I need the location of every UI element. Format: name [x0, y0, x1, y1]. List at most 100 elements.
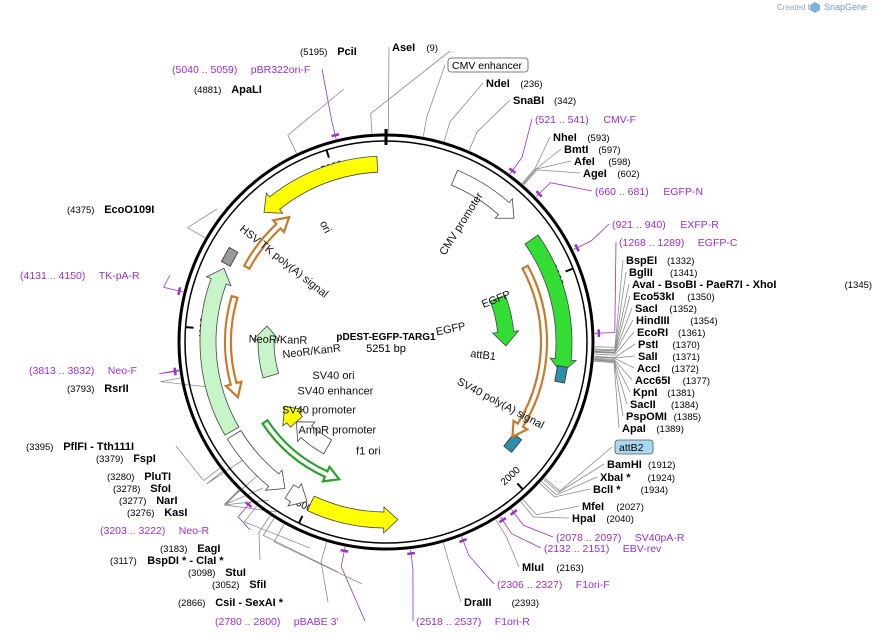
primer-name: SV40pA-R: [635, 532, 685, 544]
primer-name: F1ori-R: [495, 616, 530, 628]
feature-cmv-promoter-arrow: [450, 169, 515, 219]
site-leader-line: [410, 549, 414, 622]
primer-mark: [498, 517, 507, 524]
site-label-52: (3280)PluTI: [107, 471, 171, 483]
site-label-20: HindIII(1354): [636, 315, 718, 327]
site-leader-line: [159, 369, 180, 375]
site-label-33: BclI *(1934): [593, 484, 668, 496]
site-leader-line: [594, 319, 634, 354]
site-leader-line: [594, 331, 635, 356]
site-leader-line: [422, 64, 446, 137]
site-position: (9): [426, 43, 438, 54]
orf-arrow: [242, 215, 291, 271]
site-position: (521 .. 541): [535, 114, 589, 126]
site-label-3: (4881)ApaLI: [194, 84, 262, 96]
site-label-58: (4375) EcoO109I: [67, 204, 154, 216]
feature-attb1: [554, 365, 568, 384]
site-label-26: KpnI(1381): [633, 387, 695, 399]
enzyme-name: ApaI: [622, 423, 646, 435]
feature-neor-kanr-arrow: [199, 267, 240, 436]
primer-name: EXFP-R: [680, 219, 719, 231]
enzyme-name: DraIII: [464, 597, 492, 609]
primer-mark: [509, 509, 518, 516]
tick-mark: [516, 482, 524, 490]
site-leader-line: [573, 223, 610, 250]
feature-tag-box: [614, 439, 654, 455]
enzyme-name: BamHI: [607, 459, 642, 471]
feature-arrows: [199, 155, 578, 534]
enzyme-name: BclI *: [593, 484, 621, 496]
site-leader-line: [594, 357, 633, 381]
site-leader-line: [243, 505, 311, 549]
enzyme-name: StuI: [225, 567, 246, 579]
primer-mark: [535, 190, 543, 198]
enzyme-name: BglII: [629, 267, 653, 279]
site-label-31: BamHI(1912): [607, 459, 675, 471]
site-leader-line: [262, 518, 339, 573]
site-leader-line: [544, 446, 613, 492]
site-position: (2866): [178, 598, 205, 609]
site-label-8: NheI(593): [553, 132, 610, 144]
watermark-created-by: Created by: [777, 3, 816, 12]
site-label-18: Eco53kI(1350): [633, 291, 715, 303]
site-leader-line: [539, 483, 591, 498]
enzyme-name: MfeI: [582, 501, 604, 513]
site-label-22: PstI(1370): [638, 339, 700, 351]
site-label-19: SacI(1352): [635, 303, 697, 315]
site-position: (4375): [67, 205, 94, 216]
site-position: (1377): [683, 376, 710, 387]
orf-arrow: [223, 294, 243, 400]
site-position: (1370): [672, 340, 699, 351]
feature-tag-box: [447, 57, 529, 73]
site-label-14: (1268 .. 1289)EGFP-C: [619, 237, 738, 249]
tick-mark: [565, 267, 574, 273]
site-leader-lines: [159, 46, 636, 622]
site-position: (2393): [512, 598, 539, 609]
site-position: (3276): [127, 508, 154, 519]
primer-mark: [459, 537, 468, 544]
enzyme-name: EagI: [197, 543, 220, 555]
site-leader-line: [387, 46, 390, 134]
site-position: (597): [598, 145, 620, 156]
primer-name: Neo-R: [179, 525, 210, 537]
site-leader-line: [594, 359, 628, 405]
enzyme-name: Acc65I: [635, 375, 670, 387]
site-label-24: AccI(1372): [637, 363, 699, 375]
site-position: (4881): [194, 85, 221, 96]
enzyme-name: KasI: [164, 507, 187, 519]
site-leader-line: [594, 307, 633, 354]
site-position: (921 .. 940): [612, 219, 666, 231]
site-label-12: (660 .. 681)EGFP-N: [595, 186, 703, 198]
site-label-5: NdeI(236): [486, 78, 543, 90]
enzyme-name: AgeI: [583, 168, 607, 180]
feature-sv40-ori-arrow: [282, 405, 304, 428]
site-position: (1354): [690, 316, 717, 327]
feature-ori-arrow: [263, 155, 379, 214]
enzyme-name: EcoO109I: [104, 204, 154, 216]
site-label-1: (5195)PciI: [300, 46, 357, 58]
site-labels: AseI(9)(5195)PciI(5040 .. 5059)pBR322ori…: [20, 42, 872, 628]
site-label-42: (2780 .. 2800)pBABE 3': [215, 616, 338, 628]
site-label-45: (3098)StuI: [188, 567, 246, 579]
site-leader-line: [461, 536, 495, 585]
site-leader-line: [511, 509, 554, 538]
primer-name: Neo-F: [108, 365, 137, 377]
enzyme-name: BspEI: [626, 255, 657, 267]
site-position: (1389): [656, 424, 683, 435]
primer-name: EGFP-N: [663, 186, 703, 198]
site-label-4: CMV enhancer: [447, 57, 529, 73]
enzyme-name: PspOMI: [626, 411, 667, 423]
site-label-39: (2306 .. 2327)F1ori-F: [497, 579, 610, 591]
enzyme-name: CsiI - SexAI *: [215, 597, 284, 609]
feature-label: SV40 enhancer: [298, 385, 374, 397]
snapgene-logo-icon: [810, 2, 820, 13]
enzyme-name: AseI: [392, 42, 415, 54]
enzyme-name: SfoI: [150, 483, 171, 495]
primer-name: EGFP-C: [698, 237, 738, 249]
site-leader-line: [443, 542, 462, 603]
site-label-51: (3278)SfoI: [113, 483, 171, 495]
feature-f1-ori-arrow: [306, 495, 399, 534]
feature-label: SV40 ori: [312, 370, 354, 382]
site-label-53: (3379)FspI: [96, 453, 156, 465]
primer-mark: [340, 548, 349, 553]
